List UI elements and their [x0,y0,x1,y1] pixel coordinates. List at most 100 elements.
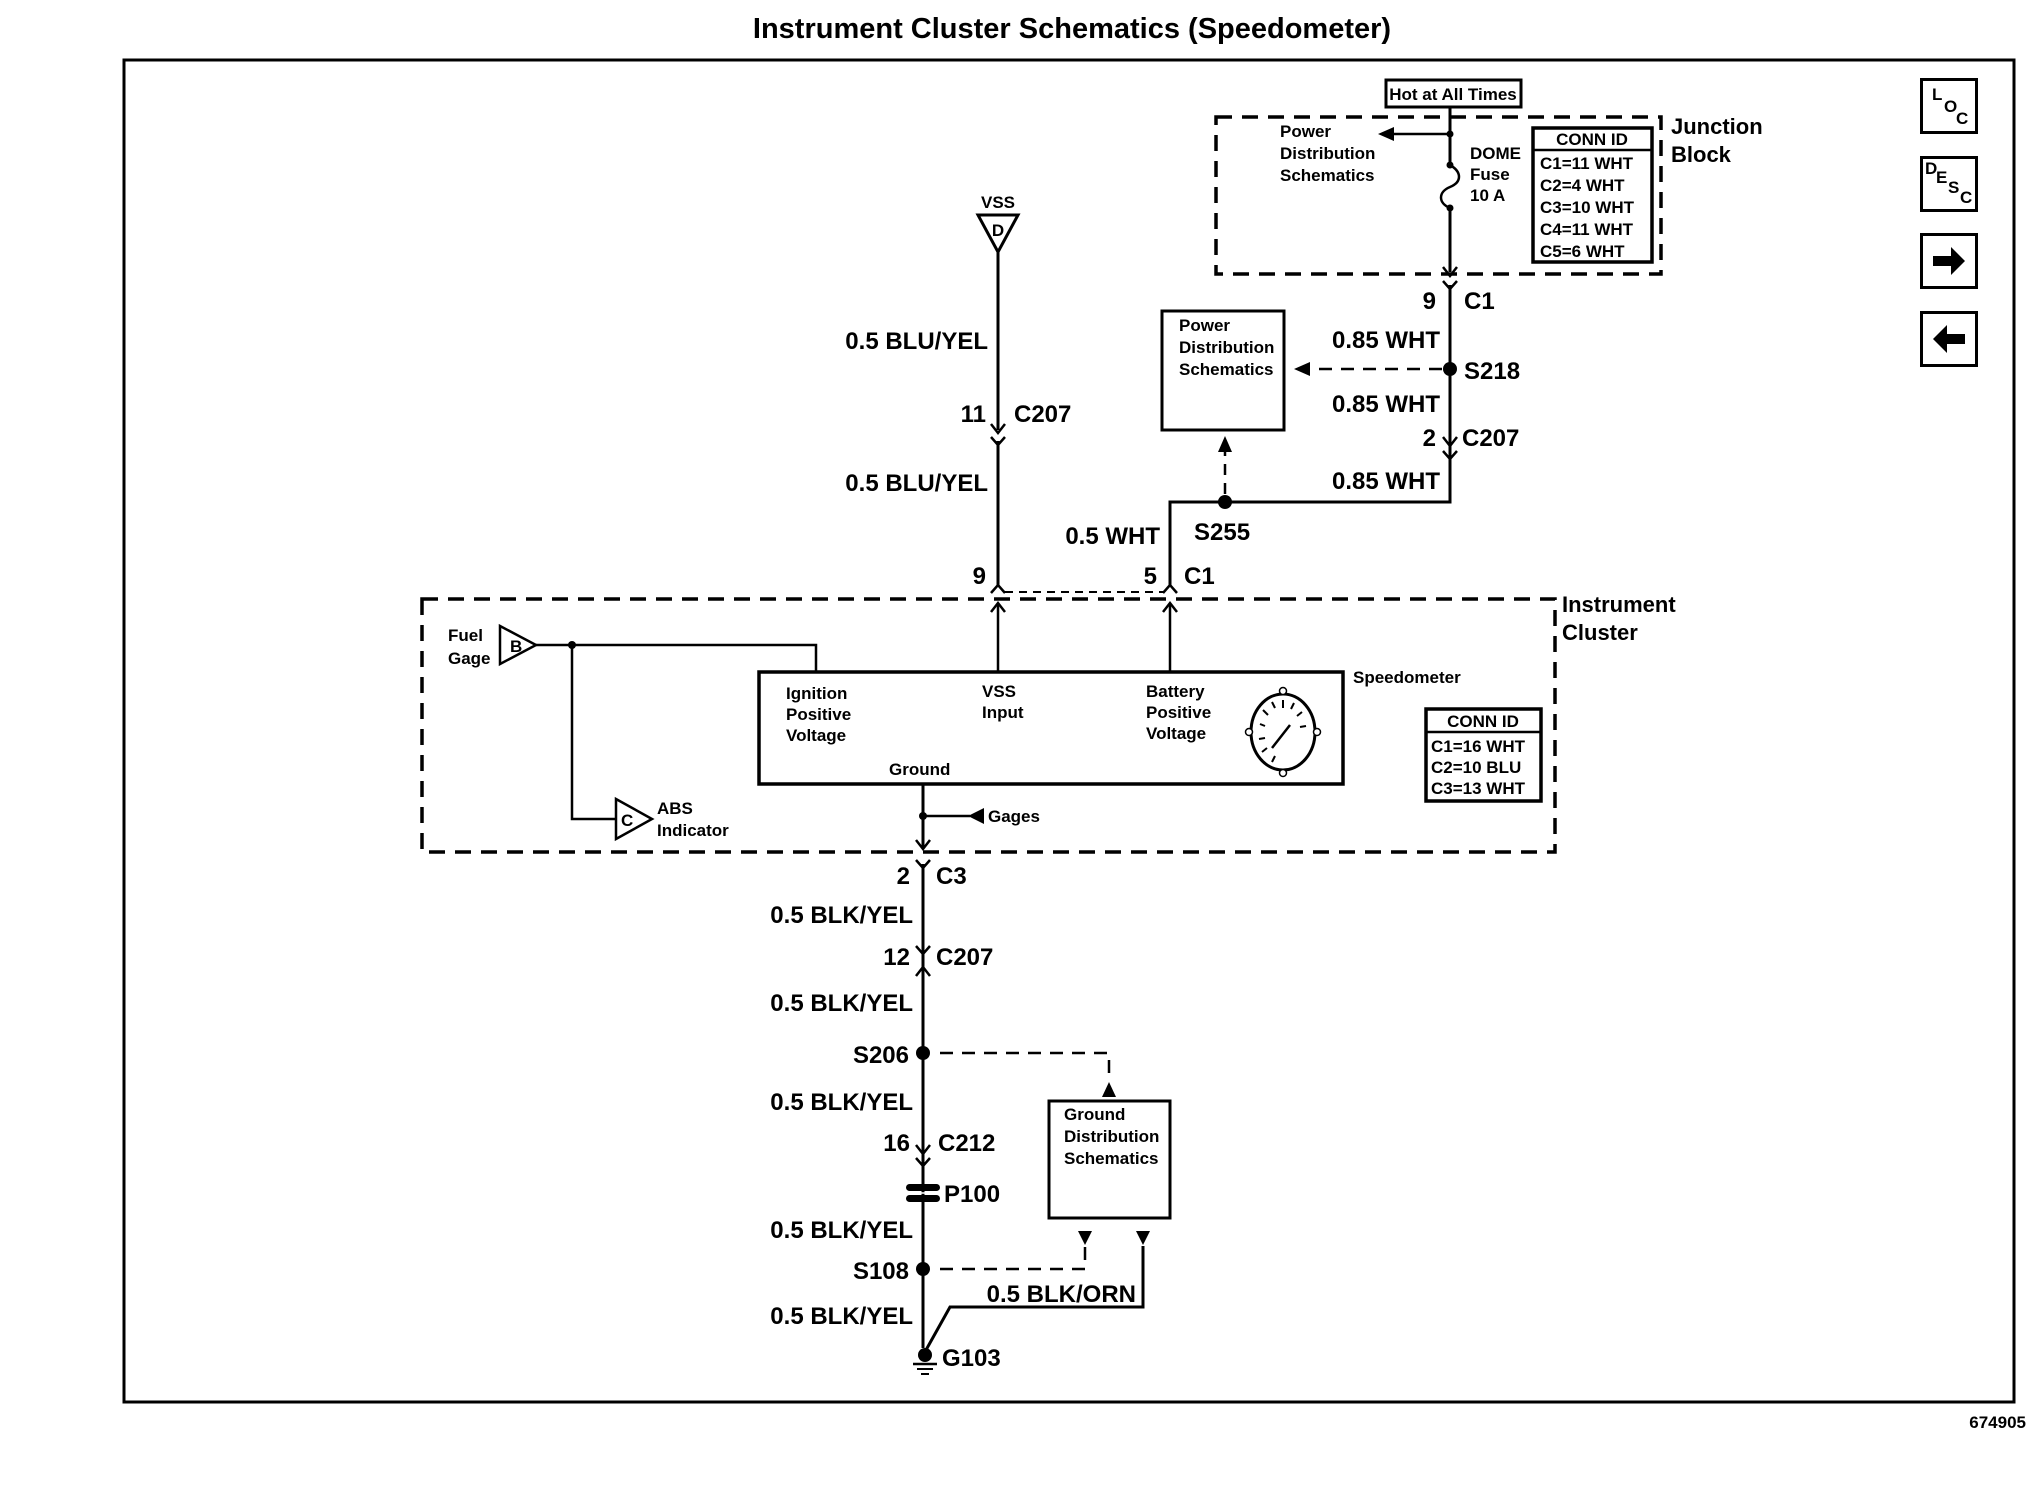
splice-s108 [916,1262,930,1276]
connector-icon [1442,436,1458,449]
wire-label: 0.5 BLK/YEL [770,990,913,1017]
battery-label: Voltage [1146,724,1206,743]
previous-button[interactable] [1920,311,1978,367]
arrow-right-icon [1933,247,1965,275]
connector-icon [915,964,931,977]
conn-id-row: C2=4 WHT [1540,176,1625,195]
next-button[interactable] [1920,233,1978,289]
ground-distribution-box[interactable] [1047,1099,1172,1220]
ground-dist-text: Ground [1064,1105,1125,1124]
button-glyph: O [1944,97,1958,116]
connector-label: C207 [1014,401,1071,428]
cluster-conn-id-table: CONN ID C1=16 WHT C2=10 BLU C3=13 WHT [1424,707,1543,803]
junction-block-boundary [1214,115,1663,276]
connector-icon [990,583,1006,594]
power-dist-text: Distribution [1179,338,1274,357]
instrument-cluster-label: Cluster [1562,620,1638,645]
ignition-label: Positive [786,705,851,724]
wire-label: 0.5 BLU/YEL [845,328,988,355]
pass-through-label: P100 [944,1181,1000,1208]
button-glyph: L [1932,85,1943,104]
abs-label: Indicator [657,821,729,840]
button-glyph: E [1936,168,1948,187]
junction-dot [1446,130,1454,138]
conn-id-row: C3=10 WHT [1540,198,1635,217]
vss-label: VSS [981,193,1015,212]
battery-power-circuit: 9 C1 0.85 WHT S218 0.85 WHT 2 C207 0.85 … [1065,266,1520,594]
vss-triangle-icon [975,213,1021,256]
instrument-cluster-label: Instrument [1562,592,1676,617]
splice-label: S206 [853,1042,909,1069]
connector-icon [1162,583,1178,594]
arrow-down-icon [1136,1231,1150,1245]
conn-id-row: C1=16 WHT [1431,737,1526,756]
wire-label: 0.5 BLK/YEL [770,1303,913,1330]
arrow-up-icon [1218,436,1232,452]
wire-label: 0.5 BLK/ORN [987,1281,1136,1308]
abs-triangle-icon [614,796,655,842]
conn-id-header: CONN ID [1447,712,1519,731]
fuel-gage-label: Gage [448,649,491,668]
page-title: Instrument Cluster Schematics (Speedomet… [753,13,1391,45]
arrow-down-icon [1078,1231,1092,1245]
conn-id-row: C1=11 WHT [1540,154,1634,173]
battery-label: Positive [1146,703,1211,722]
vss-symbol: D [992,221,1004,240]
pin-number: 5 [1144,563,1157,590]
ground-dist-text: Schematics [1064,1149,1159,1168]
power-dist-text: Power [1179,316,1230,335]
abs-label: ABS [657,799,693,818]
fuse-label: Fuse [1470,165,1510,184]
connector-icon [915,945,931,956]
conn-id-header: CONN ID [1556,130,1628,149]
connector-icon [1442,266,1458,279]
wire-label: 0.5 BLU/YEL [845,470,988,497]
pin-number: 16 [883,1130,910,1157]
location-button[interactable]: L O C [1920,78,1978,134]
connector-label: C207 [936,944,993,971]
connector-icon [990,423,1006,436]
wire-label: 0.5 BLK/YEL [770,1217,913,1244]
speedometer-label: Speedometer [1353,668,1461,687]
ignition-label: Ignition [786,684,847,703]
connector-label: C3 [936,863,967,890]
junction-block-label: Block [1671,142,1732,167]
conn-id-row: C2=10 BLU [1431,758,1521,777]
speedometer-gauge-icon [1244,686,1322,778]
fuel-gage-label: Fuel [448,626,483,645]
wire-label: 0.85 WHT [1332,468,1440,495]
speedometer-box[interactable] [757,670,1345,786]
splice-label: S218 [1464,358,1520,385]
jb-power-dist-text: Schematics [1280,166,1375,185]
junction-block: Junction Block Hot at All Times Power Di… [1214,78,1763,276]
ground-label: G103 [942,1345,1001,1372]
splice-s206 [916,1046,930,1060]
pin-number: 2 [1423,425,1436,452]
pin-number: 9 [973,563,986,590]
power-dist-text: Schematics [1179,360,1274,379]
dashed-branch [940,1051,1111,1080]
instrument-cluster-boundary [420,597,1557,854]
pin-number: 2 [897,863,910,890]
gages-label: Gages [988,807,1040,826]
connector-icon [915,1157,931,1168]
arrow-down-icon [915,839,931,852]
conn-id-row: C5=6 WHT [1540,242,1625,261]
power-distribution-box[interactable] [1160,309,1286,432]
ignition-label: Voltage [786,726,846,745]
wire-label: 0.85 WHT [1332,327,1440,354]
fuse-label: 10 A [1470,186,1505,205]
hot-at-all-times-box [1384,78,1523,109]
figure-id: 674905 [1969,1413,2026,1432]
vss-circuit: VSS D 0.5 BLU/YEL 11 C207 0.5 BLU/YEL 9 [845,193,1163,594]
conn-id-row: C4=11 WHT [1540,220,1634,239]
junction-block-label: Junction [1671,114,1763,139]
pin-number: 9 [1423,288,1436,315]
arrow-up-icon [1162,600,1178,613]
hot-at-all-times-label: Hot at All Times [1389,85,1517,104]
description-button[interactable]: D E S C [1920,156,1978,212]
wire-label: 0.5 BLK/YEL [770,1089,913,1116]
abs-symbol: C [621,811,633,830]
fuse-terminal [1446,161,1454,169]
